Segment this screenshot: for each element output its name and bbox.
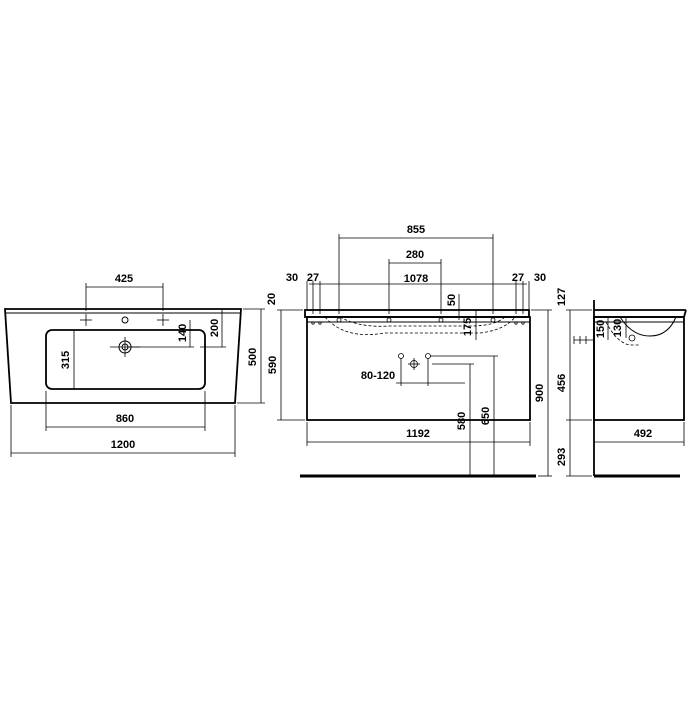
dim-label-492: 492 [634,428,652,440]
tap-hole-center [121,316,129,324]
dim-label-650: 650 [480,407,492,425]
tap-marker-right [157,314,169,326]
dim-label-280: 280 [406,249,424,261]
side-view-siphon [573,334,636,344]
dim-label-130: 130 [612,319,624,337]
top-view-bowl [45,329,206,390]
dim-label-1078: 1078 [404,273,428,285]
dim-label-425: 425 [115,273,133,285]
front-view-hidden-bowl [324,316,516,336]
dim-label-50: 50 [446,294,458,306]
dim-label-30-left: 30 [286,272,298,284]
tap-marker-left [80,314,92,326]
side-view-bowl [619,316,677,337]
dim-label-900: 900 [534,384,546,402]
dim-label-860: 860 [116,413,134,425]
dim-label-315: 315 [60,351,72,369]
top-view-basin-outline [4,308,242,404]
dim-label-127: 127 [556,288,568,306]
front-view: 855 280 1078 30 27 27 30 20 590 50 175 [266,224,552,478]
dim-label-1192: 1192 [406,428,430,440]
side-view-cabinet [593,316,685,421]
top-view: 425 860 1200 315 140 200 500 [4,273,265,457]
dim-label-855: 855 [407,224,425,236]
dim-label-30-right: 30 [534,272,546,284]
dim-label-20: 20 [266,293,278,305]
dim-label-293: 293 [556,448,568,466]
front-view-hole-markers [311,317,525,325]
dim-label-140: 140 [177,324,189,342]
dim-label-150: 150 [595,320,607,338]
dim-label-580: 580 [456,412,468,430]
dim-label-500: 500 [247,348,259,366]
dim-label-590: 590 [267,356,279,374]
dim-label-27-left: 27 [307,272,319,284]
front-view-connection-holes [398,353,431,370]
front-view-cabinet [306,316,531,421]
side-view: 127 150 130 456 293 492 [556,288,687,478]
dim-label-200: 200 [209,319,221,337]
dim-label-456: 456 [556,374,568,392]
dim-label-1200: 1200 [111,439,135,451]
dim-label-175: 175 [462,318,474,336]
dim-label-27-right: 27 [512,272,524,284]
dim-label-80-120: 80-120 [361,370,395,382]
